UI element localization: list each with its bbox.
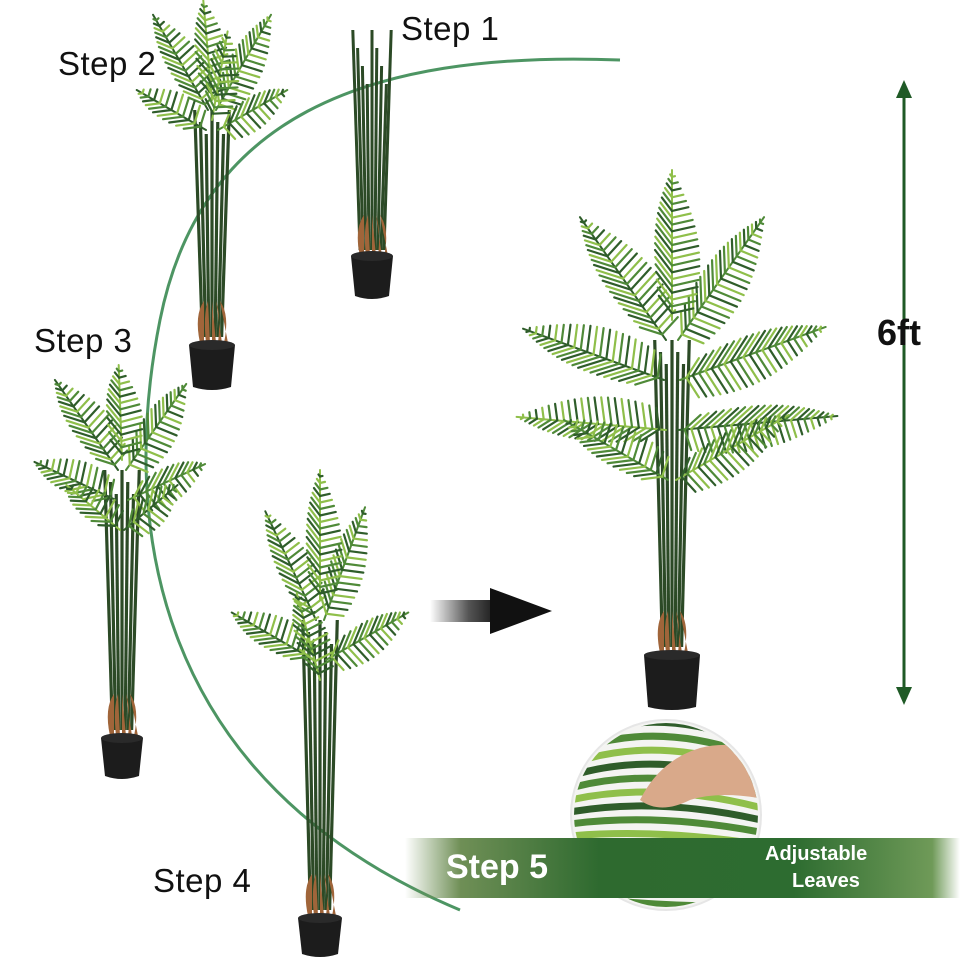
step5-label: Step 5 xyxy=(446,848,548,887)
step4-label: Step 4 xyxy=(153,862,251,900)
step2-label: Step 2 xyxy=(58,45,156,83)
leaves-label: Leaves xyxy=(792,870,860,893)
next-step-arrow xyxy=(430,588,552,634)
adjustable-label: Adjustable xyxy=(765,843,867,866)
step4-plant xyxy=(232,470,409,957)
step1-plant xyxy=(351,30,393,299)
height-dimension-arrow xyxy=(896,80,912,705)
height-label: 6ft xyxy=(877,312,921,354)
final-plant xyxy=(517,170,838,710)
step3-plant xyxy=(34,365,205,779)
step3-label: Step 3 xyxy=(34,322,132,360)
step1-label: Step 1 xyxy=(401,10,499,48)
